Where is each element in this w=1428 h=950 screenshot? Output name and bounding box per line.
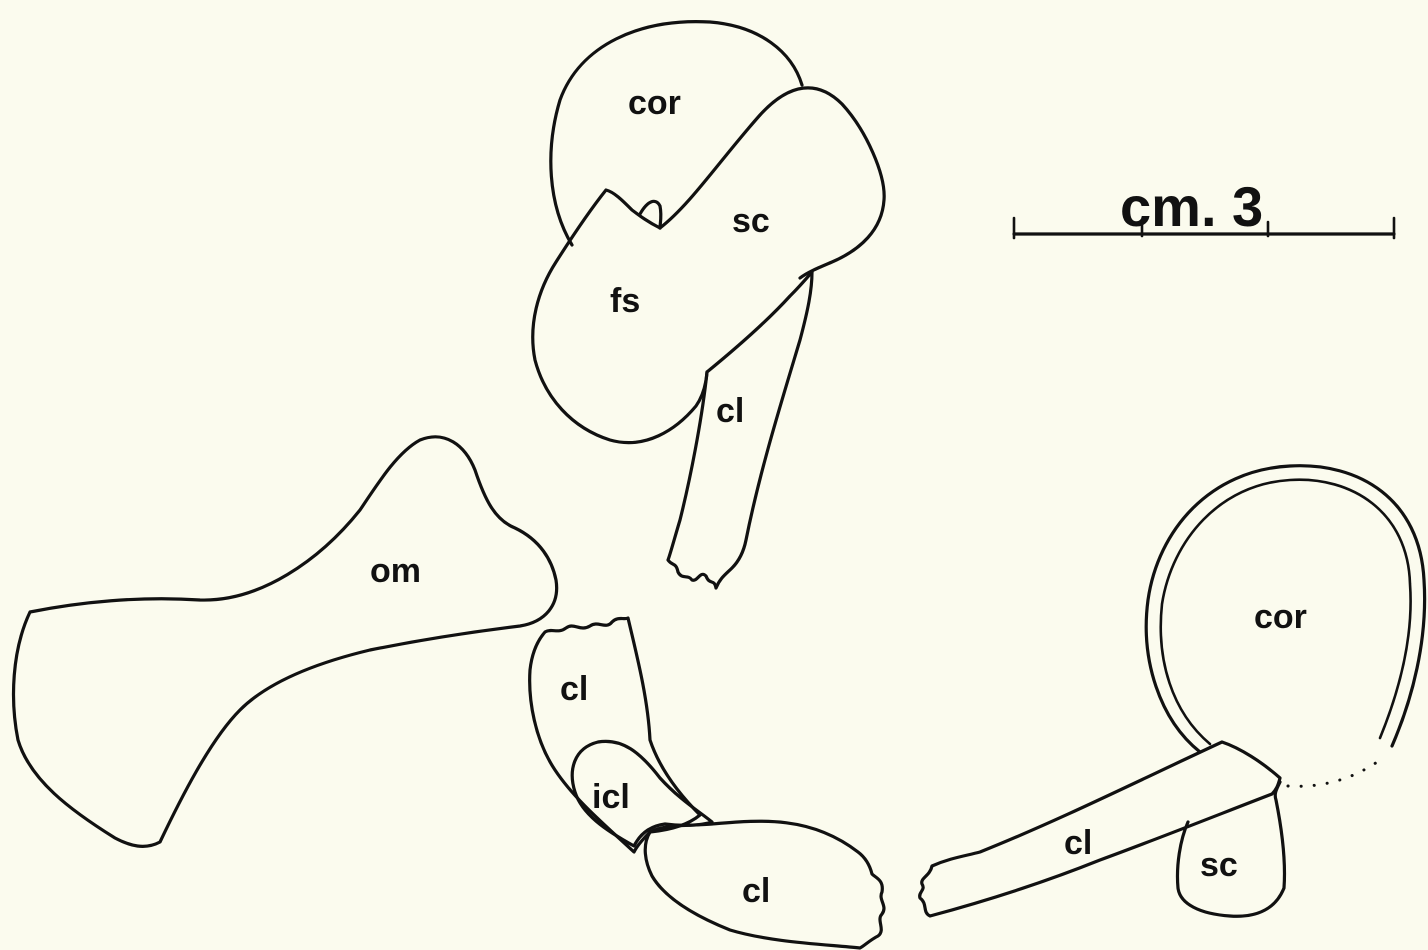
left-bone-group: om xyxy=(14,437,557,846)
center-bone-group: cl icl cl xyxy=(530,618,884,948)
right-scapula-label: sc xyxy=(1200,846,1238,884)
omosternum-label: om xyxy=(370,552,421,590)
center-clavicle-upper-label: cl xyxy=(560,670,588,708)
right-coracoid-label: cor xyxy=(1254,598,1307,636)
center-interclavicle-label: icl xyxy=(592,778,630,816)
right-clavicle-outline xyxy=(920,742,1280,916)
omosternum-outline xyxy=(14,437,557,846)
scale-bar: cm. 3 xyxy=(1014,175,1394,238)
top-clavicle-outline xyxy=(668,272,812,588)
top-bone-group: cor sc fs cl xyxy=(533,22,884,588)
right-bone-group: cor cl sc xyxy=(920,466,1425,917)
center-clavicle-lower-label: cl xyxy=(742,872,770,910)
top-fenestra-outline xyxy=(533,190,812,443)
center-clavicle-upper-outline xyxy=(530,618,700,852)
top-fenestra-label: fs xyxy=(610,282,640,320)
top-clavicle-label: cl xyxy=(716,392,744,430)
top-coracoid-label: cor xyxy=(628,84,681,122)
right-coracoid-dotted-outline xyxy=(1288,760,1380,786)
top-scapula-label: sc xyxy=(732,202,770,240)
right-clavicle-label: cl xyxy=(1064,824,1092,862)
top-scapula-outline xyxy=(660,88,884,278)
